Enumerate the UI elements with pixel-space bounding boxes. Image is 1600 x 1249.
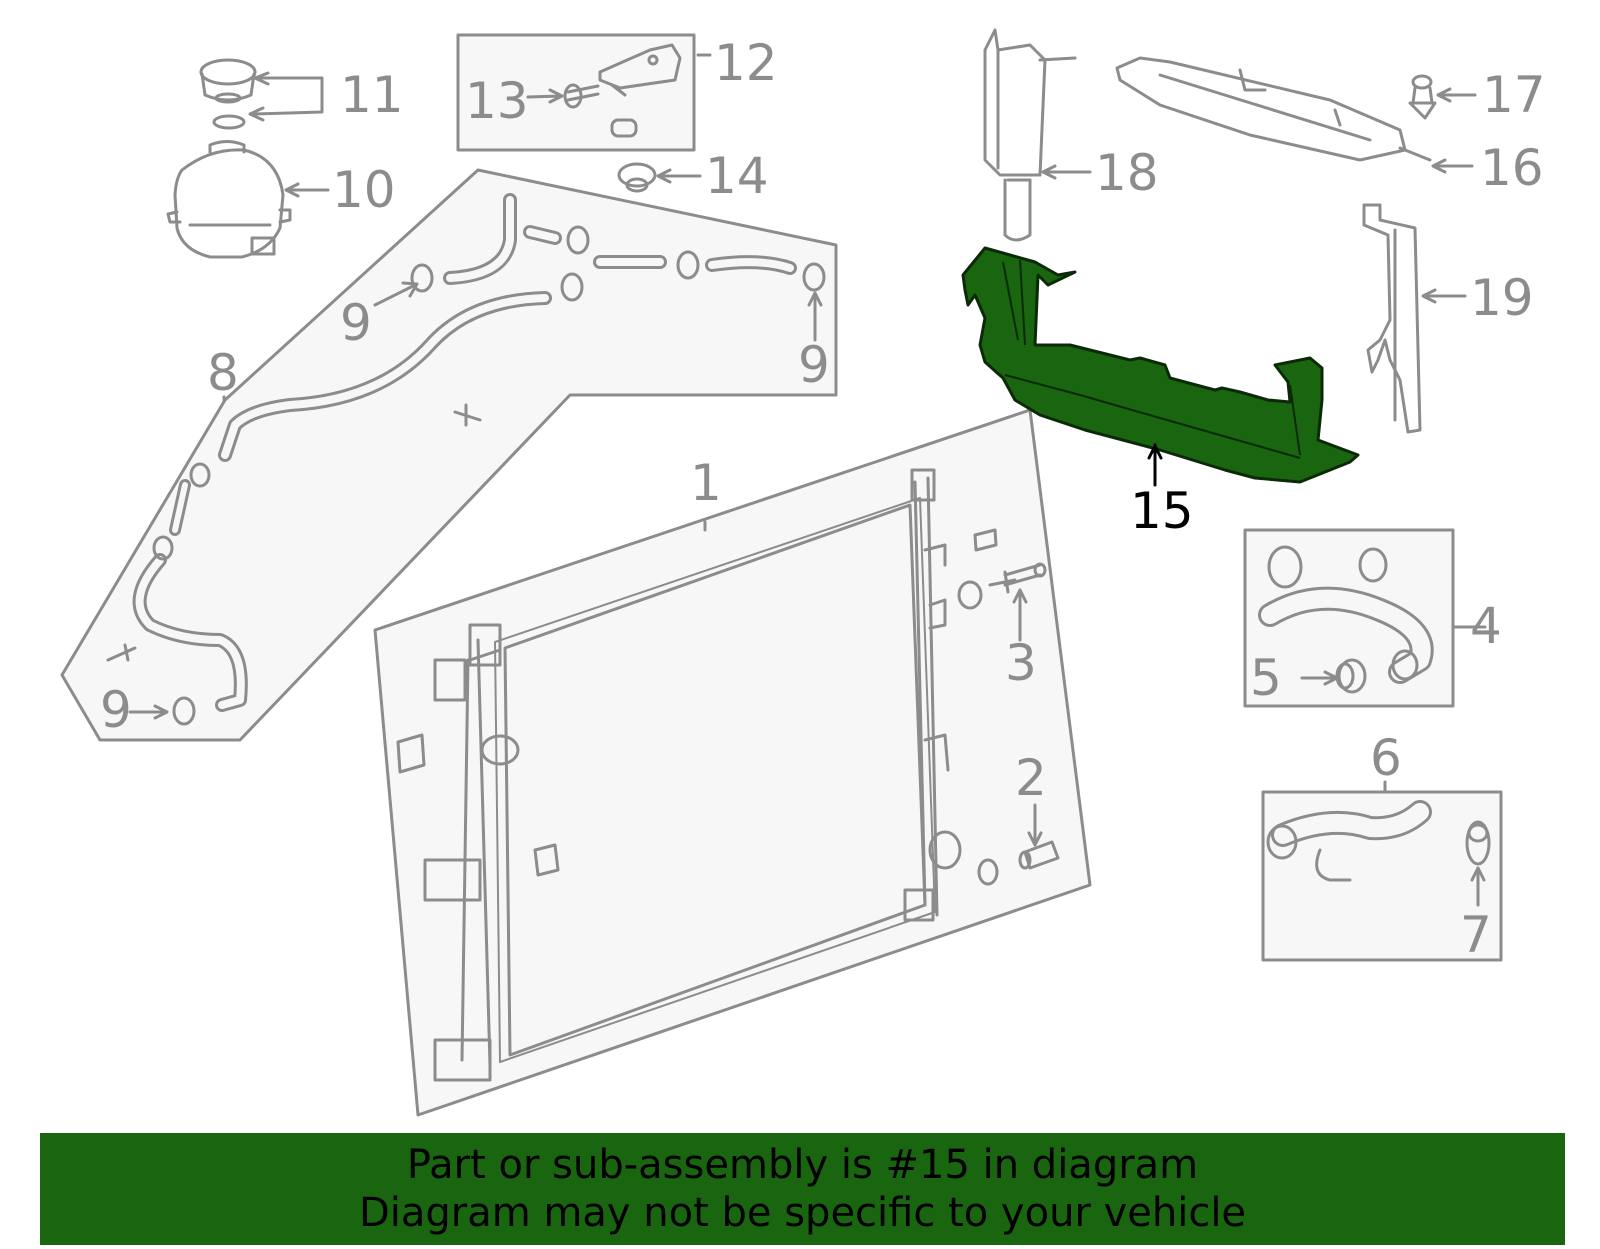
radiator-panel: [373, 408, 1092, 1117]
grommet-part: [617, 162, 657, 193]
callout-12: 12: [714, 34, 778, 92]
upper-baffle-part: [1115, 56, 1432, 162]
reservoir-cap-part: [199, 58, 257, 130]
callout-17: 17: [1482, 66, 1546, 124]
banner-line-2: Diagram may not be specific to your vehi…: [358, 1190, 1247, 1236]
seal-part: [1465, 820, 1491, 866]
callout-3: 3: [1005, 634, 1037, 692]
callout-9-top-left: 9: [340, 294, 372, 352]
callout-9-bottom-left: 9: [100, 681, 132, 739]
pin-part: [988, 562, 1047, 594]
callout-14: 14: [705, 147, 769, 205]
callout-leaders: [128, 53, 1487, 907]
callout-4: 4: [1470, 597, 1502, 655]
callout-10: 10: [332, 161, 396, 219]
hose-lines: [132, 193, 797, 712]
callout-19: 19: [1470, 269, 1534, 327]
clamp-part: [1335, 658, 1367, 694]
inlet-hose-part: [1266, 800, 1432, 882]
coolant-reservoir-part: [166, 140, 292, 259]
radiator-part: [396, 468, 999, 1082]
side-bracket-part: [1362, 203, 1422, 434]
callout-13: 13: [465, 72, 529, 130]
callout-16: 16: [1480, 139, 1544, 197]
banner-line-1: Part or sub-assembly is #15 in diagram: [406, 1142, 1199, 1188]
air-baffle-part-15: [961, 246, 1360, 487]
callout-9-top-right: 9: [798, 336, 830, 394]
drain-plug-part: [1018, 840, 1060, 870]
spacer-part: [610, 118, 638, 138]
callout-18: 18: [1095, 144, 1159, 202]
callout-11: 11: [340, 66, 404, 124]
hose-clamps: [106, 225, 826, 726]
callout-5: 5: [1250, 649, 1282, 707]
callout-8: 8: [207, 344, 239, 402]
callout-7: 7: [1460, 906, 1492, 964]
push-clip-part: [1408, 74, 1437, 120]
callout-6: 6: [1370, 729, 1402, 787]
info-banner: Part or sub-assembly is #15 in diagram D…: [40, 1133, 1565, 1245]
callout-1: 1: [690, 454, 722, 512]
callout-15: 15: [1130, 482, 1194, 540]
upper-bracket-part: [983, 28, 1077, 242]
callout-2: 2: [1015, 749, 1047, 807]
hose-panel: [60, 168, 838, 742]
bolt-part: [563, 83, 600, 109]
radiator-hose-part: [1258, 545, 1434, 684]
bracket-panel: [456, 33, 696, 152]
bracket-part: [598, 43, 682, 97]
